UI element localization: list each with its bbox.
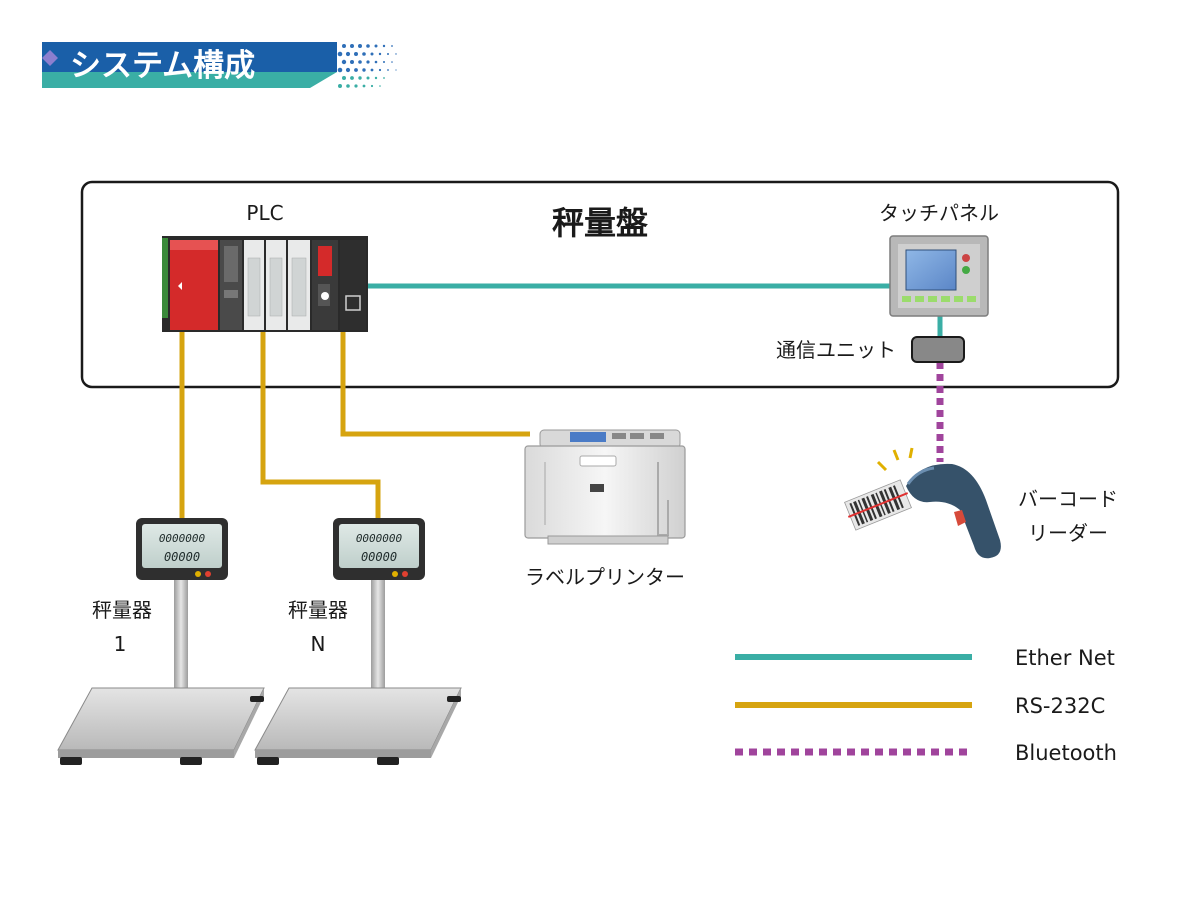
title-bar: [42, 42, 337, 72]
connection-lines: [179, 283, 944, 518]
scale-1-display-top: 0000000: [159, 532, 206, 545]
touch-panel-icon: [889, 235, 989, 317]
halftone-dots-icon: [337, 44, 397, 73]
plc-label: PLC: [246, 201, 283, 225]
page-title: システム構成: [70, 48, 255, 84]
scale-n-display-top: 0000000: [356, 532, 403, 545]
weighing-scale-1-icon: [57, 518, 265, 765]
comm-unit-label: 通信ユニット: [776, 338, 896, 362]
plc-icon: [162, 236, 368, 332]
scale-1-name: 秤量器: [92, 598, 152, 622]
scale-1-display-bottom: 00000: [164, 550, 200, 564]
scale-n-display-bottom: 00000: [361, 550, 397, 564]
weighing-scale-n-icon: [254, 518, 462, 765]
legend-label-rs232c: RS-232C: [1015, 694, 1105, 718]
comm-unit-icon: [911, 336, 965, 363]
legend-label-ethernet: Ether Net: [1015, 646, 1115, 670]
rs232c-line-scale-n: [260, 332, 381, 518]
scale-1-id: 1: [114, 632, 127, 656]
barcode-reader-label-line2: リーダー: [1028, 521, 1108, 545]
scale-n-id: N: [311, 632, 326, 656]
label-printer-label: ラベルプリンター: [525, 565, 685, 589]
rs232c-line-printer: [340, 332, 530, 437]
label-printer-icon: [524, 429, 686, 545]
touch-panel-label: タッチパネル: [879, 201, 999, 225]
legend: Ether Net RS-232C Bluetooth: [735, 646, 1117, 765]
scale-n-name: 秤量器: [288, 598, 348, 622]
barcode-reader-label-line1: バーコード: [1018, 487, 1118, 511]
legend-label-bluetooth: Bluetooth: [1015, 741, 1117, 765]
panel-label: 秤量盤: [552, 204, 648, 242]
section-header: システム構成: [42, 42, 397, 88]
barcode-reader-icon: [844, 447, 1001, 559]
diamond-bullet-icon: [42, 50, 58, 66]
title-accent: [42, 72, 337, 88]
